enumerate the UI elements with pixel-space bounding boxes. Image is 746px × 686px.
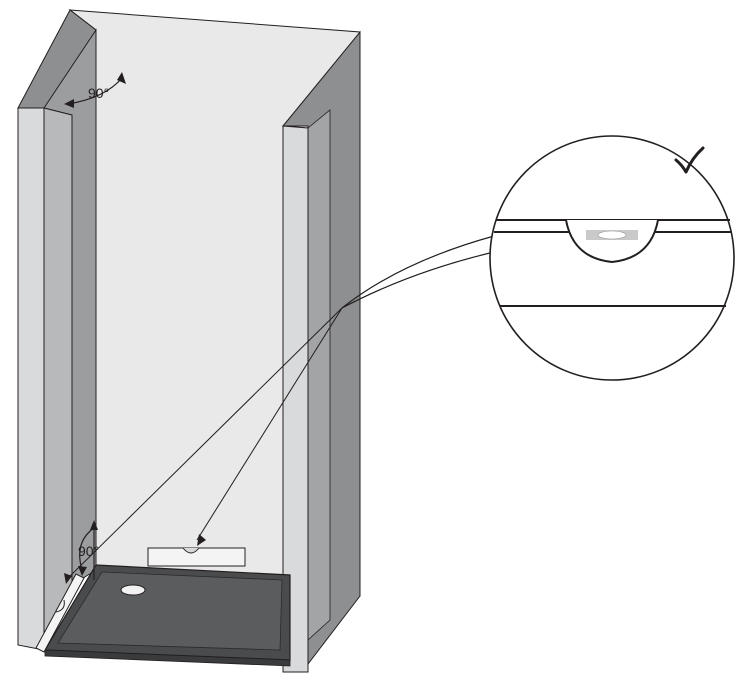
leader-lines — [64, 235, 495, 584]
zoom-detail-circle — [489, 135, 735, 381]
right-wall — [281, 30, 361, 673]
bottom-angle-label: 90° — [78, 543, 99, 559]
spirit-level-side — [35, 573, 85, 653]
top-angle-label: 90° — [88, 85, 109, 101]
bubble-vial — [565, 219, 659, 264]
shower-tray — [43, 564, 291, 667]
drain-hole-icon — [120, 584, 146, 596]
check-mark-icon — [674, 146, 705, 174]
top-angle-annotation: 90° — [64, 72, 126, 108]
spirit-level-back — [147, 547, 246, 567]
